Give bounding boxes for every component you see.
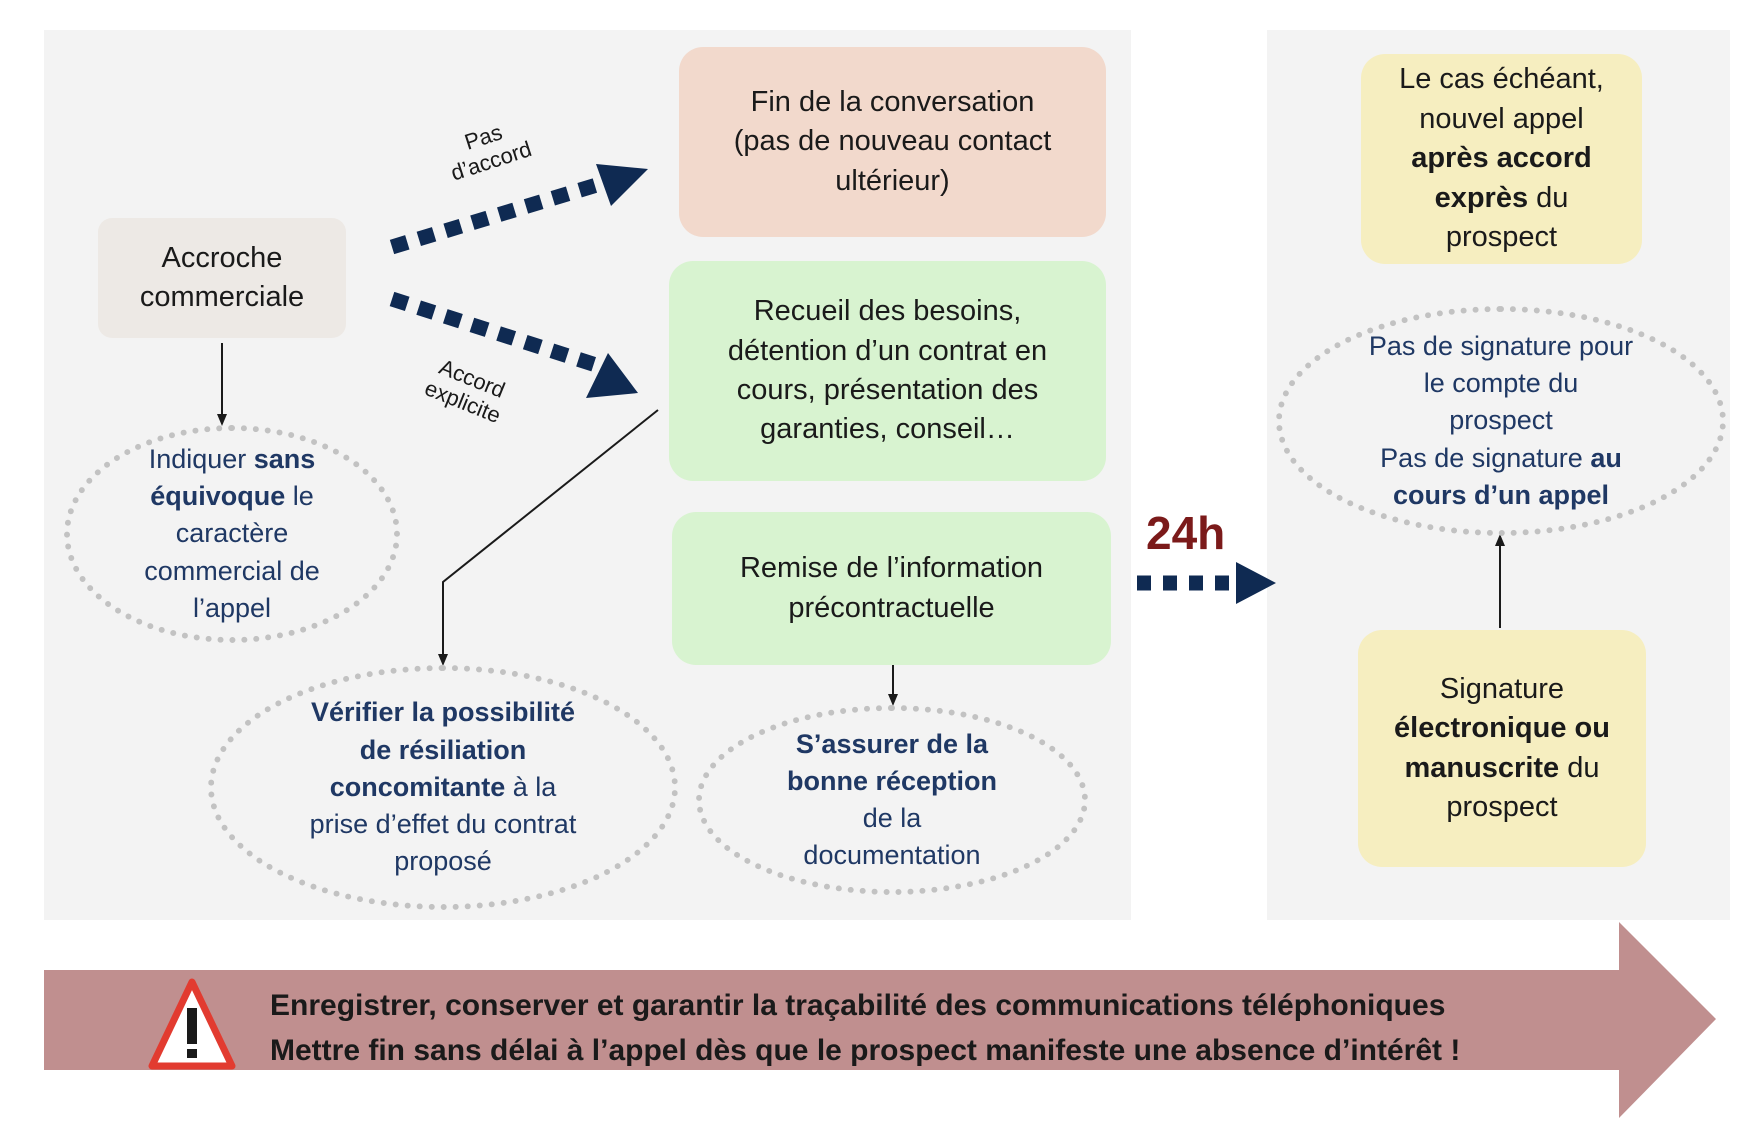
banner-arrow (44, 922, 1716, 1118)
connector-recueil-verifier (438, 409, 659, 666)
node-recueil-besoins: Recueil des besoins, détention d’un cont… (669, 261, 1106, 481)
node-remise-information: Remise de l’information précontractuelle (672, 512, 1111, 665)
warning-triangle-icon (148, 978, 236, 1070)
note-assurer-reception: S’assurer de la bonne réception de la do… (696, 705, 1088, 895)
node-accroche-commerciale: Accroche commerciale (98, 218, 346, 338)
note-verifier-resiliation: Vérifier la possibilité de résiliation c… (208, 665, 678, 910)
banner-line-1: Enregistrer, conserver et garantir la tr… (270, 989, 1446, 1022)
node-signature: Signature électronique ou manuscrite du … (1358, 630, 1646, 867)
note-pas-de-signature: Pas de signature pour le compte du prosp… (1276, 306, 1726, 536)
arrow-pas-accord (389, 164, 648, 255)
banner-line-2: Mettre fin sans délai à l’appel dès que … (270, 1034, 1461, 1067)
node-fin-conversation: Fin de la conversation (pas de nouveau c… (679, 47, 1106, 237)
note-indiquer-caractere-commercial: Indiquer sans équivoque le caractère com… (64, 425, 400, 643)
label-24h: 24h (1146, 507, 1226, 559)
arrow-accord-explicite (389, 291, 638, 398)
arrow-24h (1137, 562, 1276, 604)
banner-message: Enregistrer, conserver et garantir la tr… (270, 983, 1460, 1073)
node-nouvel-appel: Le cas échéant, nouvel appel après accor… (1361, 54, 1642, 264)
